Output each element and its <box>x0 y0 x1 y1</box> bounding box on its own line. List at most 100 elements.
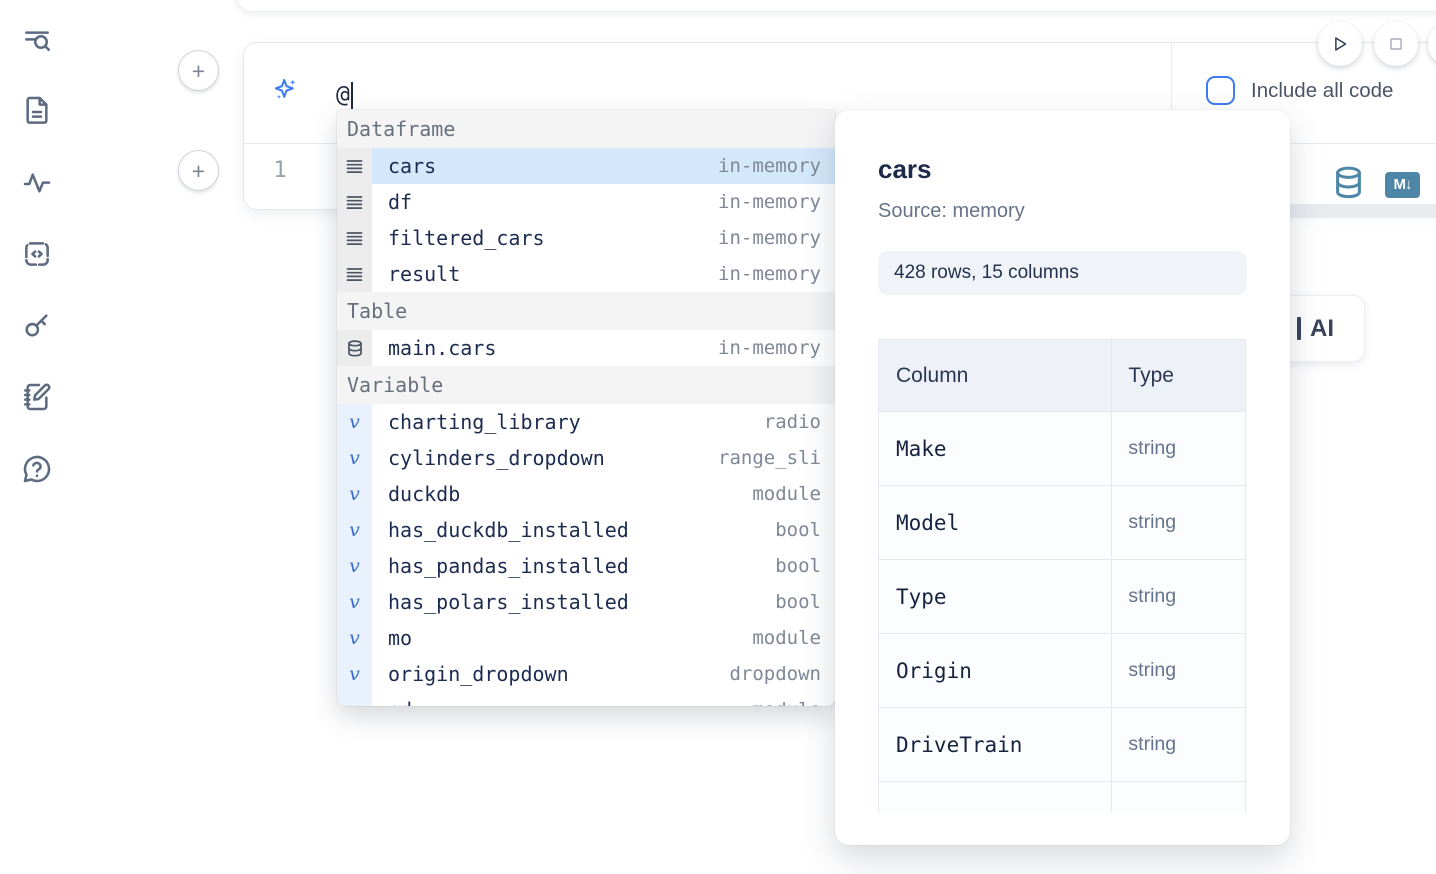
column-header: Column <box>878 339 1113 412</box>
column-type-cell: string <box>1111 559 1246 634</box>
item-type: in-memory <box>718 337 821 359</box>
help-chat-icon[interactable] <box>20 453 54 487</box>
variable-glyph: v <box>349 447 360 469</box>
file-document-icon[interactable] <box>20 94 54 128</box>
item-type: in-memory <box>718 227 821 249</box>
item-name: cylinders_dropdown <box>388 446 605 470</box>
variable-icon: v <box>337 440 372 476</box>
column-type-cell: string <box>1111 485 1246 560</box>
markdown-badge: M↓ <box>1385 171 1420 198</box>
table-database-icon <box>337 330 372 366</box>
variable-icon: v <box>337 584 372 620</box>
more-actions-button[interactable] <box>1428 22 1436 66</box>
column-name-cell: DriveTrain <box>878 707 1113 782</box>
item-name: result <box>388 262 461 286</box>
item-type: module <box>752 699 835 706</box>
autocomplete-item[interactable]: cars in-memory <box>337 148 835 184</box>
autocomplete-item[interactable]: v has_polars_installed bool <box>337 584 835 620</box>
item-type: module <box>752 483 821 505</box>
column-type-cell: string <box>1111 633 1246 708</box>
variable-glyph: v <box>349 627 360 649</box>
previous-cell-edge <box>236 0 1436 12</box>
run-cell-button[interactable] <box>1318 22 1362 66</box>
database-icon[interactable] <box>1334 166 1363 203</box>
run-controls <box>1318 22 1418 66</box>
variable-glyph: v <box>349 591 360 613</box>
autocomplete-section-header: Variable <box>337 366 835 404</box>
play-icon <box>1335 37 1347 51</box>
item-name: charting_library <box>388 410 581 434</box>
variable-glyph: v <box>349 699 360 706</box>
item-type: in-memory <box>718 155 821 177</box>
editor-toolbar-strip <box>1290 204 1436 218</box>
item-name: pd <box>372 698 412 706</box>
item-type: bool <box>775 555 821 577</box>
ai-prompt-input[interactable]: @ <box>336 75 636 115</box>
prompt-value: @ <box>336 82 350 108</box>
dataframe-icon <box>337 220 372 256</box>
variable-icon: v <box>337 548 372 584</box>
text-caret <box>350 81 353 109</box>
panel-title: cars <box>878 154 932 184</box>
left-sidebar <box>0 0 72 874</box>
markdown-export-icon[interactable]: M↓ <box>1385 171 1420 198</box>
item-type: range_sli <box>718 447 821 469</box>
output-toolbar: M↓ <box>1334 166 1420 203</box>
autocomplete-item[interactable]: v pd module <box>337 692 835 706</box>
column-name-cell: Type <box>878 559 1113 634</box>
dataframe-icon <box>337 184 372 220</box>
type-header: Type <box>1111 339 1246 412</box>
activity-icon[interactable] <box>20 166 54 200</box>
column-type-cell: string <box>1111 707 1246 782</box>
item-name: cars <box>388 154 437 178</box>
autocomplete-item[interactable]: v cylinders_dropdown range_sli <box>337 440 835 476</box>
scratchpad-icon[interactable] <box>20 381 54 415</box>
item-type: bool <box>775 591 821 613</box>
include-all-code-checkbox[interactable] <box>1206 76 1235 105</box>
item-name: duckdb <box>388 482 461 506</box>
variable-icon: v <box>337 656 372 692</box>
line-number: 1 <box>273 158 287 183</box>
item-name: mo <box>388 626 413 650</box>
variable-icon: v <box>337 404 372 440</box>
column-name-cell: Make <box>878 411 1113 486</box>
variable-glyph: v <box>349 555 360 577</box>
dataframe-icon <box>337 256 372 292</box>
autocomplete-section-header: Dataframe <box>337 110 835 148</box>
column-type-cell: string <box>1111 411 1246 486</box>
add-cell-below-button[interactable]: + <box>178 150 219 191</box>
key-icon[interactable] <box>20 309 54 343</box>
code-editor[interactable]: 1 <box>244 145 1436 210</box>
ai-button-label: AI <box>1310 314 1334 342</box>
stop-cell-button[interactable] <box>1374 22 1418 66</box>
item-name: has_polars_installed <box>388 590 629 614</box>
prompt-divider <box>1171 43 1172 144</box>
schema-row-partial <box>878 781 1246 812</box>
list-search-icon[interactable] <box>20 24 54 58</box>
variable-icon: v <box>337 620 372 656</box>
variable-icon: v <box>337 692 372 706</box>
code-block-icon[interactable] <box>20 238 54 272</box>
add-cell-above-button[interactable]: + <box>178 50 219 91</box>
item-name: has_duckdb_installed <box>388 518 629 542</box>
item-type: dropdown <box>729 663 821 685</box>
item-type: bool <box>775 519 821 541</box>
autocomplete-section-header: Table <box>337 292 835 330</box>
